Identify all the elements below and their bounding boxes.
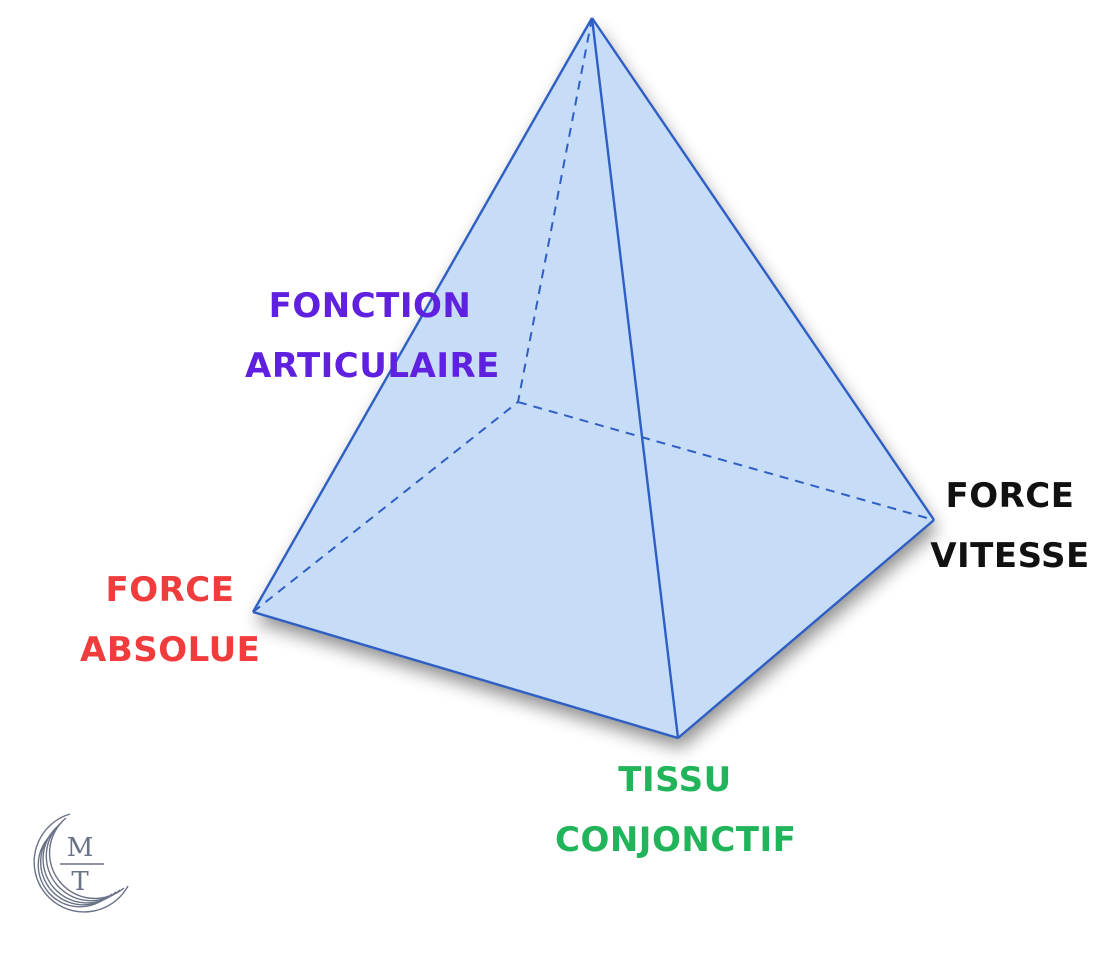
label-fonction-articulaire: FONCTION ARTICULAIRE <box>245 276 500 396</box>
label-force-vitesse-line1: FORCE <box>945 476 1075 516</box>
visible-edges <box>251 17 935 740</box>
label-tissu-conjonctif: TISSU CONJONCTIF <box>555 750 797 870</box>
logo-letter-m: M <box>67 833 94 863</box>
edge-apex-right <box>591 17 935 521</box>
hidden-edges <box>252 17 935 613</box>
logo-letter-t: T <box>71 867 89 897</box>
label-force-vitesse: FORCE VITESSE <box>930 466 1090 586</box>
pyramid-body <box>253 18 934 738</box>
label-force-absolue-line2: ABSOLUE <box>80 630 261 670</box>
hidden-edge-left <box>252 401 519 613</box>
hidden-edge-apex <box>517 17 593 403</box>
label-force-absolue: FORCE ABSOLUE <box>80 560 260 680</box>
mt-logo: M T <box>33 813 129 913</box>
edge-apex-left <box>251 17 594 613</box>
logo-crescent-icon <box>33 813 129 913</box>
label-tissu-conjonctif-line2: CONJONCTIF <box>555 820 797 860</box>
label-fonction-articulaire-line1: FONCTION <box>268 286 472 326</box>
hidden-edge-right <box>517 401 935 521</box>
edge-apex-front <box>590 17 680 739</box>
edge-base-left <box>252 610 679 740</box>
label-fonction-articulaire-line2: ARTICULAIRE <box>245 346 500 386</box>
edge-base-right <box>677 519 935 739</box>
label-force-absolue-line1: FORCE <box>105 570 235 610</box>
label-force-vitesse-line2: VITESSE <box>930 536 1090 576</box>
label-tissu-conjonctif-line1: TISSU <box>618 760 732 800</box>
